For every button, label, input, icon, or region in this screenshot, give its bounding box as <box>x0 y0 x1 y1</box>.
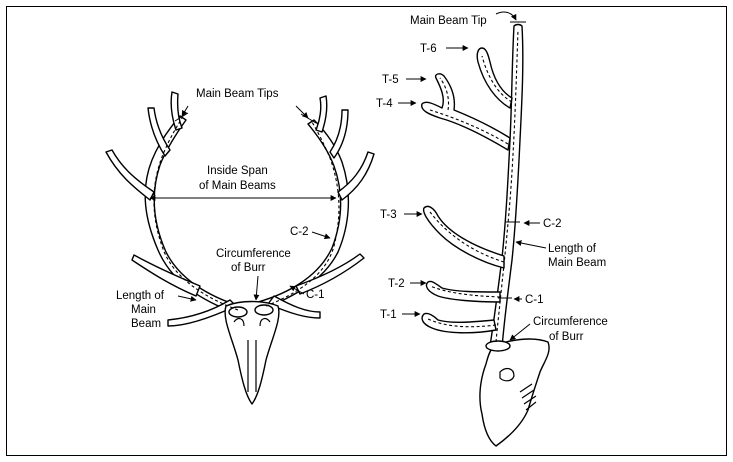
side-tip-leader <box>496 12 516 20</box>
label-left-circumference-2: of Burr <box>231 262 266 274</box>
label-right-c2: C-2 <box>543 218 562 230</box>
label-main-beam-tips: Main Beam Tips <box>196 88 279 100</box>
front-right-burr <box>255 305 273 315</box>
side-view-antler <box>398 12 549 446</box>
right-upper-tine-1 <box>330 110 348 158</box>
label-main-beam-tip: Main Beam Tip <box>410 15 487 27</box>
side-tine-t1 <box>422 313 496 332</box>
left-circumference-arrow <box>256 276 258 300</box>
label-t2: T-2 <box>388 278 405 290</box>
label-t4: T-4 <box>376 98 393 110</box>
label-inside-span-2: of Main Beams <box>199 180 276 192</box>
label-left-circumference-1: Circumference <box>216 248 291 260</box>
right-tip-tick <box>301 114 316 123</box>
side-tine-t3 <box>424 206 504 268</box>
left-length-arrow <box>178 296 196 300</box>
label-right-circumference-1: Circumference <box>533 316 608 328</box>
side-skull <box>480 339 549 446</box>
label-left-length-1: Length of <box>116 290 165 302</box>
label-right-length-1: Length of <box>548 243 597 255</box>
label-left-length-3: Beam <box>131 318 161 330</box>
label-right-circumference-2: of Burr <box>549 331 584 343</box>
label-left-c2: C-2 <box>290 226 309 238</box>
side-length-arrow <box>516 242 546 248</box>
left-c2-arrow <box>312 232 330 238</box>
label-inside-span-1: Inside Span <box>207 165 268 177</box>
side-burr <box>486 341 510 351</box>
label-left-length-2: Main <box>131 304 156 316</box>
label-right-length-2: Main Beam <box>548 257 606 269</box>
side-tine-t2 <box>426 281 500 302</box>
label-t6: T-6 <box>420 43 437 55</box>
label-t3: T-3 <box>380 209 397 221</box>
label-left-c1: C-1 <box>306 289 325 301</box>
right-upper-tine-2 <box>316 96 327 132</box>
front-left-burr <box>229 307 247 317</box>
label-right-c1: C-1 <box>525 294 544 306</box>
label-t1: T-1 <box>380 309 397 321</box>
label-t5: T-5 <box>382 74 399 86</box>
side-circumference-arrow <box>510 324 530 340</box>
tips-leader-right <box>296 106 308 118</box>
